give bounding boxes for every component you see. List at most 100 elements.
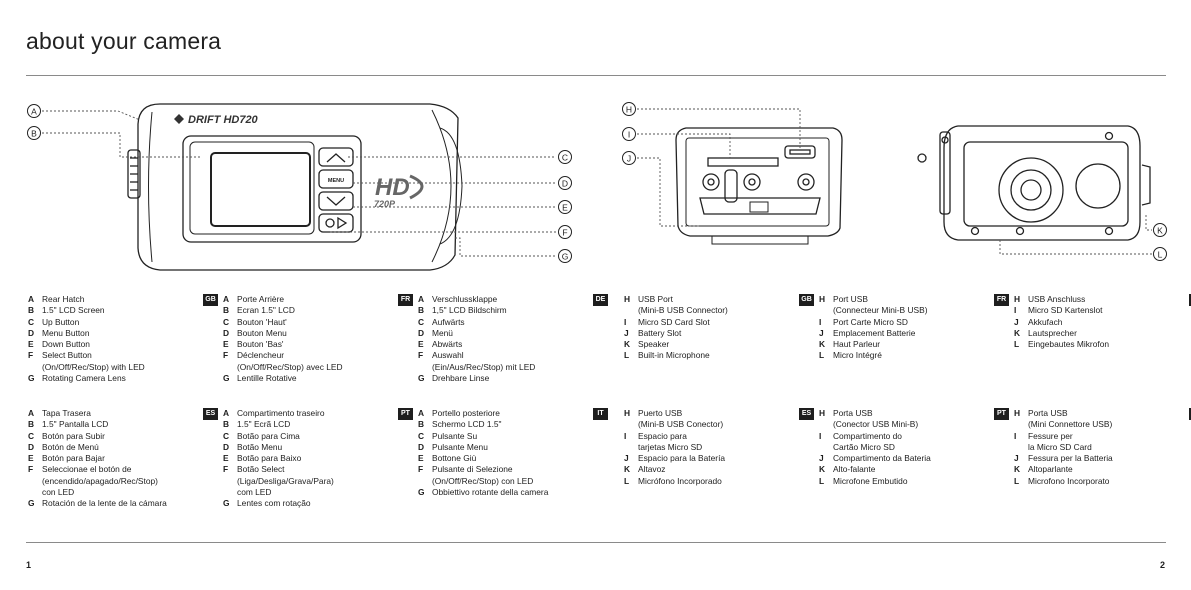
legend-letter: E <box>223 339 229 350</box>
callout-leader-lines <box>42 108 1152 257</box>
svg-text:720P: 720P <box>374 199 396 209</box>
legend-description: Pulsante di Selezione (On/Off/Rec/Stop) … <box>432 464 534 486</box>
legend-letter: C <box>28 430 35 441</box>
legend-letter: H <box>624 408 631 418</box>
legend-letter: G <box>223 373 230 384</box>
legend-description: Pulsante Menu <box>432 441 488 452</box>
legend-letter: F <box>28 464 34 475</box>
page-title: about your camera <box>26 28 222 54</box>
legend-letter: B <box>223 419 230 430</box>
legend-description: Port USB (Connecteur Mini-B USB) <box>833 294 928 316</box>
legend-description: Compartimento do Cartão Micro SD <box>833 430 902 452</box>
svg-text:HD: HD <box>375 174 410 201</box>
legend-letter: G <box>28 498 35 509</box>
legend-description: Déclencheur (On/Off/Rec/Stop) avec LED <box>237 350 343 372</box>
callout-g: G <box>558 249 572 263</box>
legend-description: Botão para Baixo <box>237 453 302 464</box>
legend-letter: G <box>418 373 425 384</box>
legend-letter: I <box>1014 430 1017 441</box>
language-badge: GB <box>203 294 218 306</box>
legend-letter: A <box>223 408 230 418</box>
legend-letter: K <box>1014 327 1021 338</box>
svg-text:B: B <box>31 129 37 139</box>
legend-description: Microfono Incorporato <box>1028 475 1110 486</box>
legend-letter: A <box>418 294 425 304</box>
legend-description: Port Carte Micro SD <box>833 316 908 327</box>
legend-description: Porte Arrière <box>237 294 285 304</box>
legend-letter: L <box>819 350 825 361</box>
legend-description: Obbiettivo rotante della camera <box>432 487 549 498</box>
legend-letter: L <box>624 350 630 361</box>
legend-letter: J <box>624 327 629 338</box>
legend-description: Micro SD Card Slot <box>638 316 710 327</box>
legend-letter: D <box>223 441 230 452</box>
legend-description: Espacio para la Batería <box>638 453 726 464</box>
legend-letter: G <box>28 373 35 384</box>
legend-letter: I <box>1014 305 1017 316</box>
legend-letter: A <box>28 294 35 304</box>
callout-j: J <box>622 151 636 165</box>
legend-letter: J <box>1014 316 1019 327</box>
callout-c: C <box>558 150 572 164</box>
legend-description: USB Port (Mini-B USB Connector) <box>638 294 728 316</box>
callout-markers: A B C D E F G H I J K L <box>27 102 1167 263</box>
legend-description: Botão para Cima <box>237 430 300 441</box>
legend-letter: F <box>418 350 424 361</box>
callout-h: H <box>622 102 636 116</box>
legend-description: Fessure per la Micro SD Card <box>1028 430 1092 452</box>
legend-description: 1.5" Ecrã LCD <box>237 419 291 430</box>
legend-description: Bouton 'Bas' <box>237 339 284 350</box>
legend-letter: H <box>819 408 826 418</box>
legend-letter: B <box>418 305 425 316</box>
legend-letter: K <box>819 339 826 350</box>
legend-letter: G <box>223 498 230 509</box>
legend-letter: B <box>28 419 35 430</box>
top-divider <box>26 75 1166 76</box>
legend-letter: B <box>223 305 230 316</box>
legend-description: Micro SD Kartenslot <box>1028 305 1103 316</box>
legend-description: Portello posteriore <box>432 408 500 418</box>
legend-description: Alto-falante <box>833 464 876 475</box>
legend-description: Botão Select (Liga/Desliga/Grava/Para) c… <box>237 464 334 498</box>
legend-description: Auswahl (Ein/Aus/Rec/Stop) mit LED <box>432 350 536 372</box>
legend-letter: C <box>223 316 230 327</box>
legend-description: Schermo LCD 1.5" <box>432 419 502 430</box>
legend-letter: H <box>819 294 826 304</box>
legend-description: Tapa Trasera <box>42 408 91 418</box>
legend-description: Rotación de la lente de la cámara <box>42 498 167 509</box>
legend-description: Porta USB (Conector USB Mini-B) <box>833 408 919 430</box>
legend-item: G Rotación de la lente de la cámara <box>28 498 218 509</box>
callout-a: A <box>27 104 41 118</box>
camera-figures: A B C D E F G H I J K L DRIFT HD720 MENU… <box>27 102 1167 271</box>
